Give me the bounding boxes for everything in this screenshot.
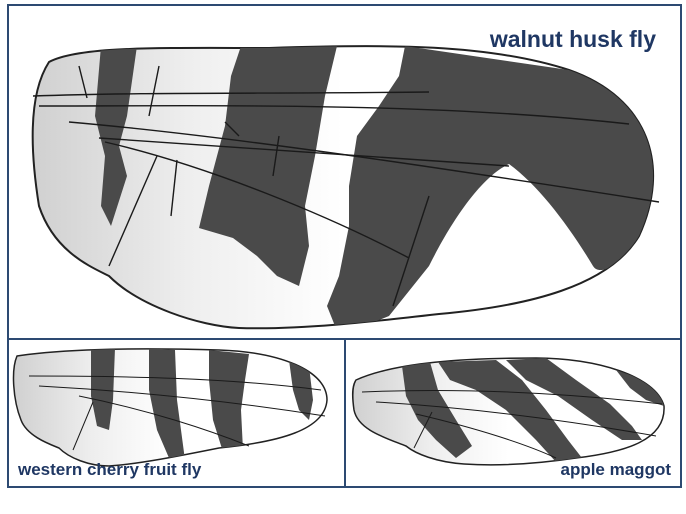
western-cherry-fruit-fly-panel: western cherry fruit fly xyxy=(7,338,346,488)
western-cherry-fruit-fly-label: western cherry fruit fly xyxy=(18,460,201,480)
apple-maggot-label: apple maggot xyxy=(560,460,671,480)
apple-maggot-panel: apple maggot xyxy=(344,338,682,488)
walnut-husk-fly-panel: walnut husk fly xyxy=(7,4,682,340)
walnut-husk-fly-label: walnut husk fly xyxy=(490,26,656,53)
walnut-husk-fly-wing xyxy=(9,6,680,338)
